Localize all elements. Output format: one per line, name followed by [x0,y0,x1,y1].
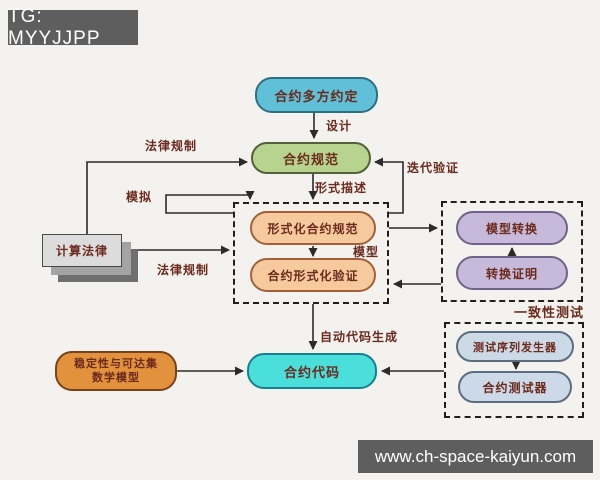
consistency-test-group-dashed-box [441,201,583,302]
edge-label-simulation: 模拟 [126,190,153,204]
node-transform-proof-label: 转换证明 [485,266,538,281]
edge-label-legal-regulation-bottom: 法律规制 [157,263,210,277]
model-group-dashed-box [233,202,389,304]
edge-label-formal-description: 形式描述 [315,181,368,195]
node-transform-proof: 转换证明 [456,256,568,290]
edge-label-auto-code-generation: 自动代码生成 [320,330,399,344]
node-contract-tester: 合约测试器 [458,371,572,403]
node-contract-agreement: 合约多方约定 [255,77,378,113]
edge-label-model: 模型 [353,245,380,259]
node-stability-math-model-line1: 稳定性与可达集 [74,357,158,371]
node-contract-code: 合约代码 [247,353,377,389]
node-test-sequence-generator-label: 测试序列发生器 [473,340,557,354]
site-url-text: www.ch-space-kaiyun.com [374,446,577,466]
node-computational-law: 计算法律 [42,234,122,267]
tg-watermark-text: TG: MYYJJPP [8,5,101,49]
node-computational-law-label: 计算法律 [55,244,108,258]
node-stability-math-model: 稳定性与可达集 数学模型 [55,351,177,391]
node-contract-agreement-label: 合约多方约定 [274,89,359,105]
node-stability-math-model-line2: 数学模型 [92,371,140,384]
node-contract-code-label: 合约代码 [283,365,340,381]
site-url-badge: www.ch-space-kaiyun.com [358,440,593,473]
node-formalized-spec: 形式化合约规范 [250,211,376,245]
edge-law-to-spec-arrow [86,157,248,234]
node-test-sequence-generator: 测试序列发生器 [456,331,574,362]
node-contract-spec-label: 合约规范 [282,152,339,168]
node-contract-tester-label: 合约测试器 [482,380,548,395]
edge-label-design: 设计 [326,119,353,133]
node-model-transform: 模型转换 [456,211,568,245]
node-contract-spec: 合约规范 [251,142,371,174]
node-formalized-spec-label: 形式化合约规范 [267,221,359,236]
edge-label-consistency-testing: 一致性测试 [513,306,584,321]
tester-group-dashed-box [444,322,584,418]
edge-label-iterative-verification: 迭代验证 [407,161,460,175]
edge-simulation-loop-arrow [165,191,255,214]
edge-iterative-verification-arrow [374,157,404,214]
edge-label-legal-regulation-top: 法律规制 [145,139,198,153]
node-formal-verification-label: 合约形式化验证 [267,268,359,283]
node-model-transform-label: 模型转换 [485,221,538,236]
tg-watermark-badge: TG: MYYJJPP [8,6,138,49]
node-formal-verification: 合约形式化验证 [250,258,376,292]
